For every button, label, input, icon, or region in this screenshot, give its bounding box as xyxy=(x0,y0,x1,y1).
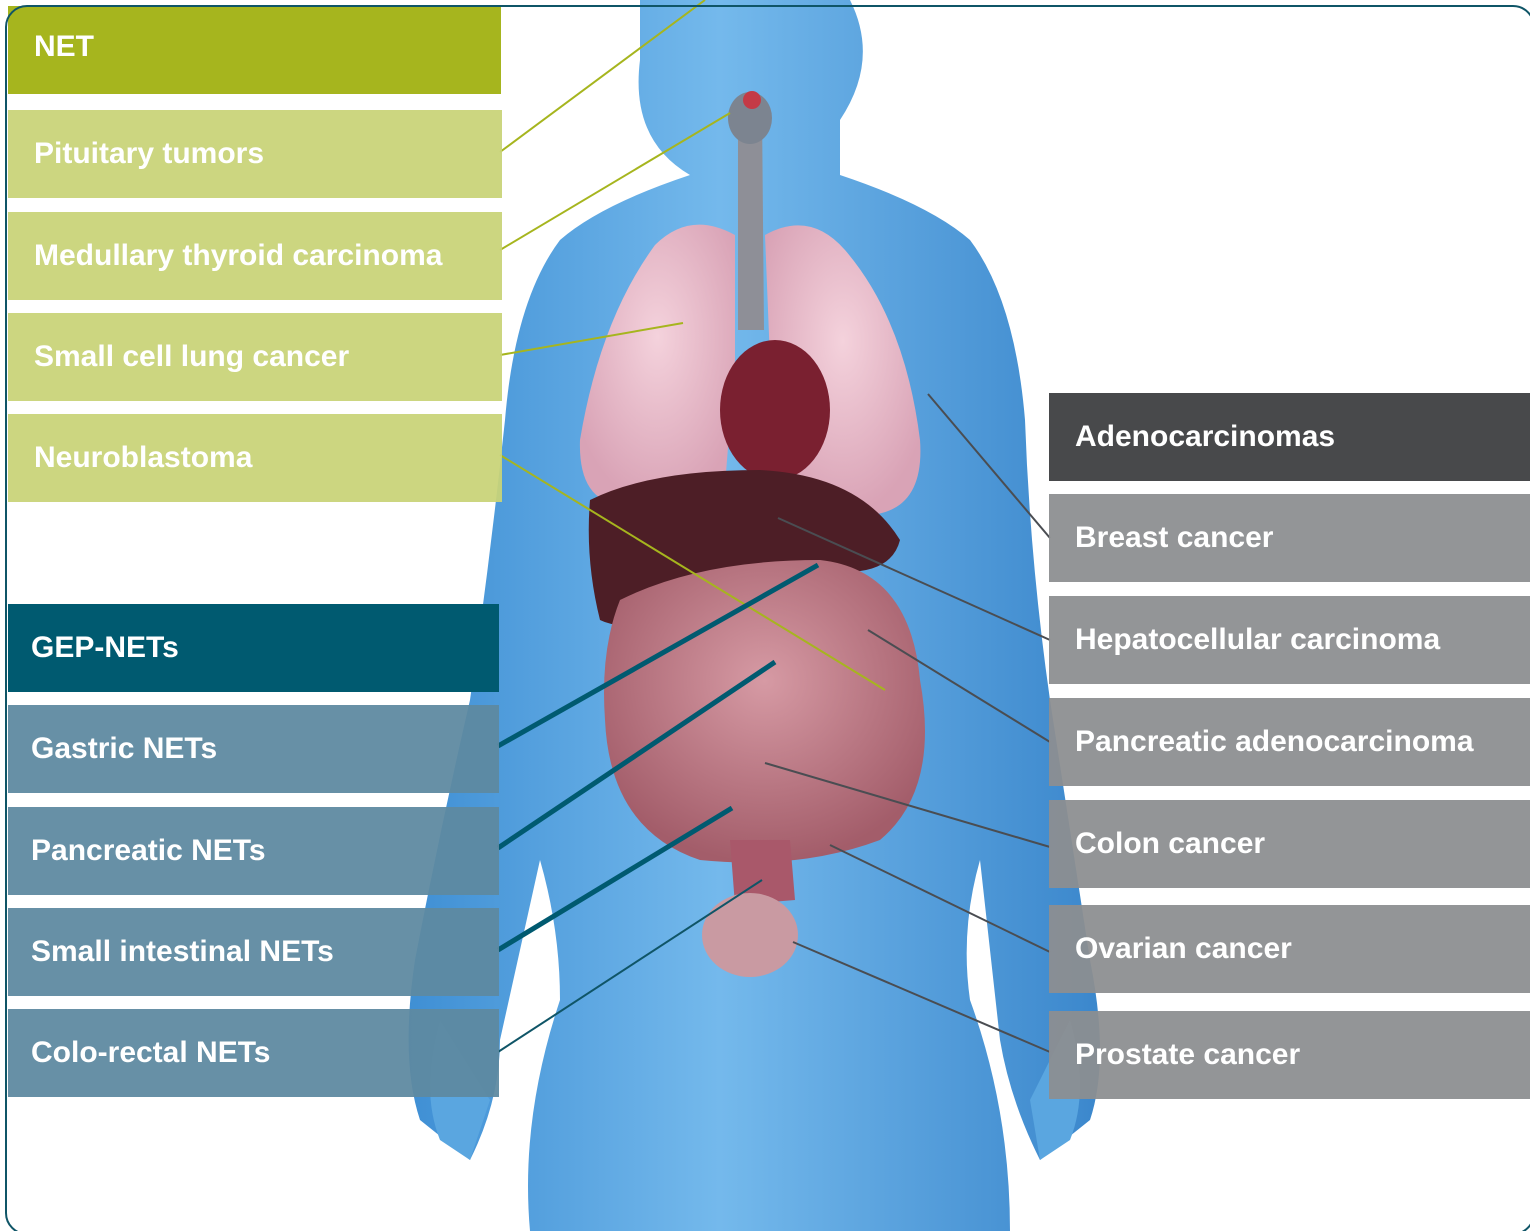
label-pituitary-tumors: Pituitary tumors xyxy=(8,110,502,198)
label-small-intestinal-nets: Small intestinal NETs xyxy=(8,908,499,996)
label-colon-cancer: Colon cancer xyxy=(1049,800,1530,888)
label-ovarian-cancer: Ovarian cancer xyxy=(1049,905,1530,993)
label-small-cell-lung-cancer: Small cell lung cancer xyxy=(8,313,502,401)
label-prostate-cancer: Prostate cancer xyxy=(1049,1011,1530,1099)
label-hepatocellular-carcinoma: Hepatocellular carcinoma xyxy=(1049,596,1530,684)
gep-nets-header: GEP-NETs xyxy=(8,604,499,692)
label-gastric-nets: Gastric NETs xyxy=(8,705,499,793)
label-medullary-thyroid-carcinoma: Medullary thyroid carcinoma xyxy=(8,212,502,300)
label-pancreatic-nets: Pancreatic NETs xyxy=(8,807,499,895)
adenocarcinomas-header: Adenocarcinomas xyxy=(1049,393,1530,481)
label-neuroblastoma: Neuroblastoma xyxy=(8,414,502,502)
label-breast-cancer: Breast cancer xyxy=(1049,494,1530,582)
label-colo-rectal-nets: Colo-rectal NETs xyxy=(8,1009,499,1097)
label-pancreatic-adenocarcinoma: Pancreatic adenocarcinoma xyxy=(1049,698,1530,786)
net-header: NET xyxy=(8,6,501,94)
